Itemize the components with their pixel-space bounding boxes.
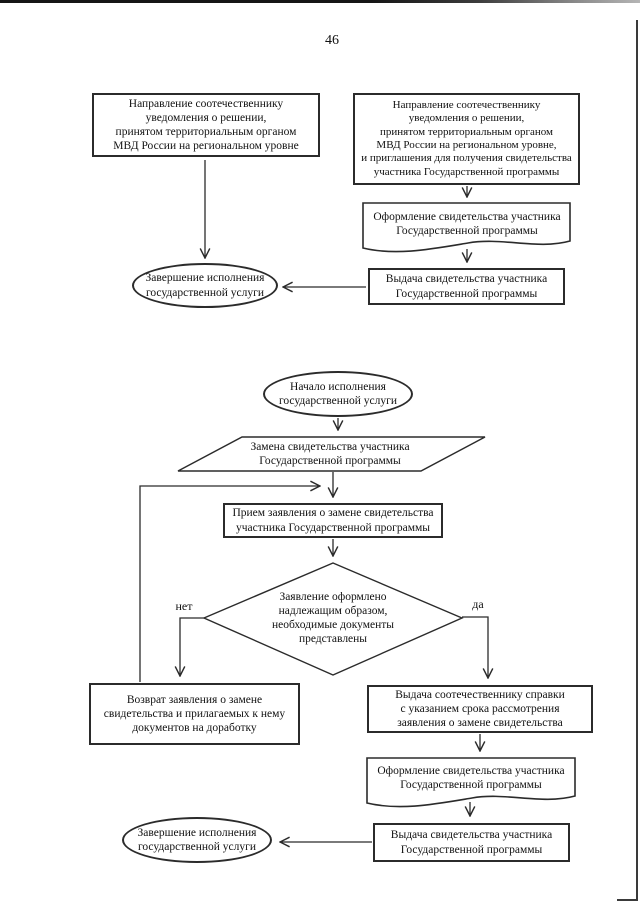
document-shape-issue-certificate-top — [362, 202, 571, 253]
terminator-start: Начало исполнения государственной услуги — [263, 371, 413, 417]
process-handout-certificate-top: Выдача свидетельства участника Государст… — [368, 268, 565, 305]
parallelogram-shape-replace-certificate — [177, 436, 486, 472]
process-notify-regional: Направление соотечественнику уведомления… — [92, 93, 320, 157]
decision-no-label: нет — [175, 598, 193, 613]
arrow-decision-yes-branch — [462, 616, 488, 678]
document-issue-certificate-bottom-label: Оформление свидетельства участника Госуд… — [377, 764, 565, 791]
process-accept-application: Прием заявления о замене свидетельства у… — [223, 503, 443, 538]
scan-edge-right — [636, 20, 638, 901]
io-replace-certificate-label: Замена свидетельства участника Государст… — [250, 440, 410, 467]
scan-edge-corner — [617, 899, 638, 901]
process-issue-reference: Выдача соотечественнику справки с указан… — [367, 685, 593, 733]
terminator-end-top: Завершение исполнения государственной ус… — [132, 263, 278, 308]
document-issue-certificate-top-label: Оформление свидетельства участника Госуд… — [373, 210, 561, 237]
process-notify-invitation: Направление соотечественнику уведомления… — [353, 93, 580, 185]
process-return-application: Возврат заявления о замене свидетельства… — [89, 683, 300, 745]
decision-yes-label: да — [472, 596, 484, 611]
document-shape-issue-certificate-bottom — [366, 757, 576, 808]
terminator-end-bottom: Завершение исполнения государственной ус… — [122, 817, 272, 863]
process-handout-certificate-bottom: Выдача свидетельства участника Государст… — [373, 823, 570, 862]
page-number: 46 — [325, 33, 339, 49]
decision-application-valid-label: Заявление оформлено надлежащим образом, … — [271, 590, 395, 646]
diamond-shape-decision — [202, 562, 464, 676]
arrow-return-feedback-loop — [139, 486, 320, 682]
scan-edge-top — [0, 0, 640, 3]
arrow-decision-no-branch — [180, 617, 205, 676]
